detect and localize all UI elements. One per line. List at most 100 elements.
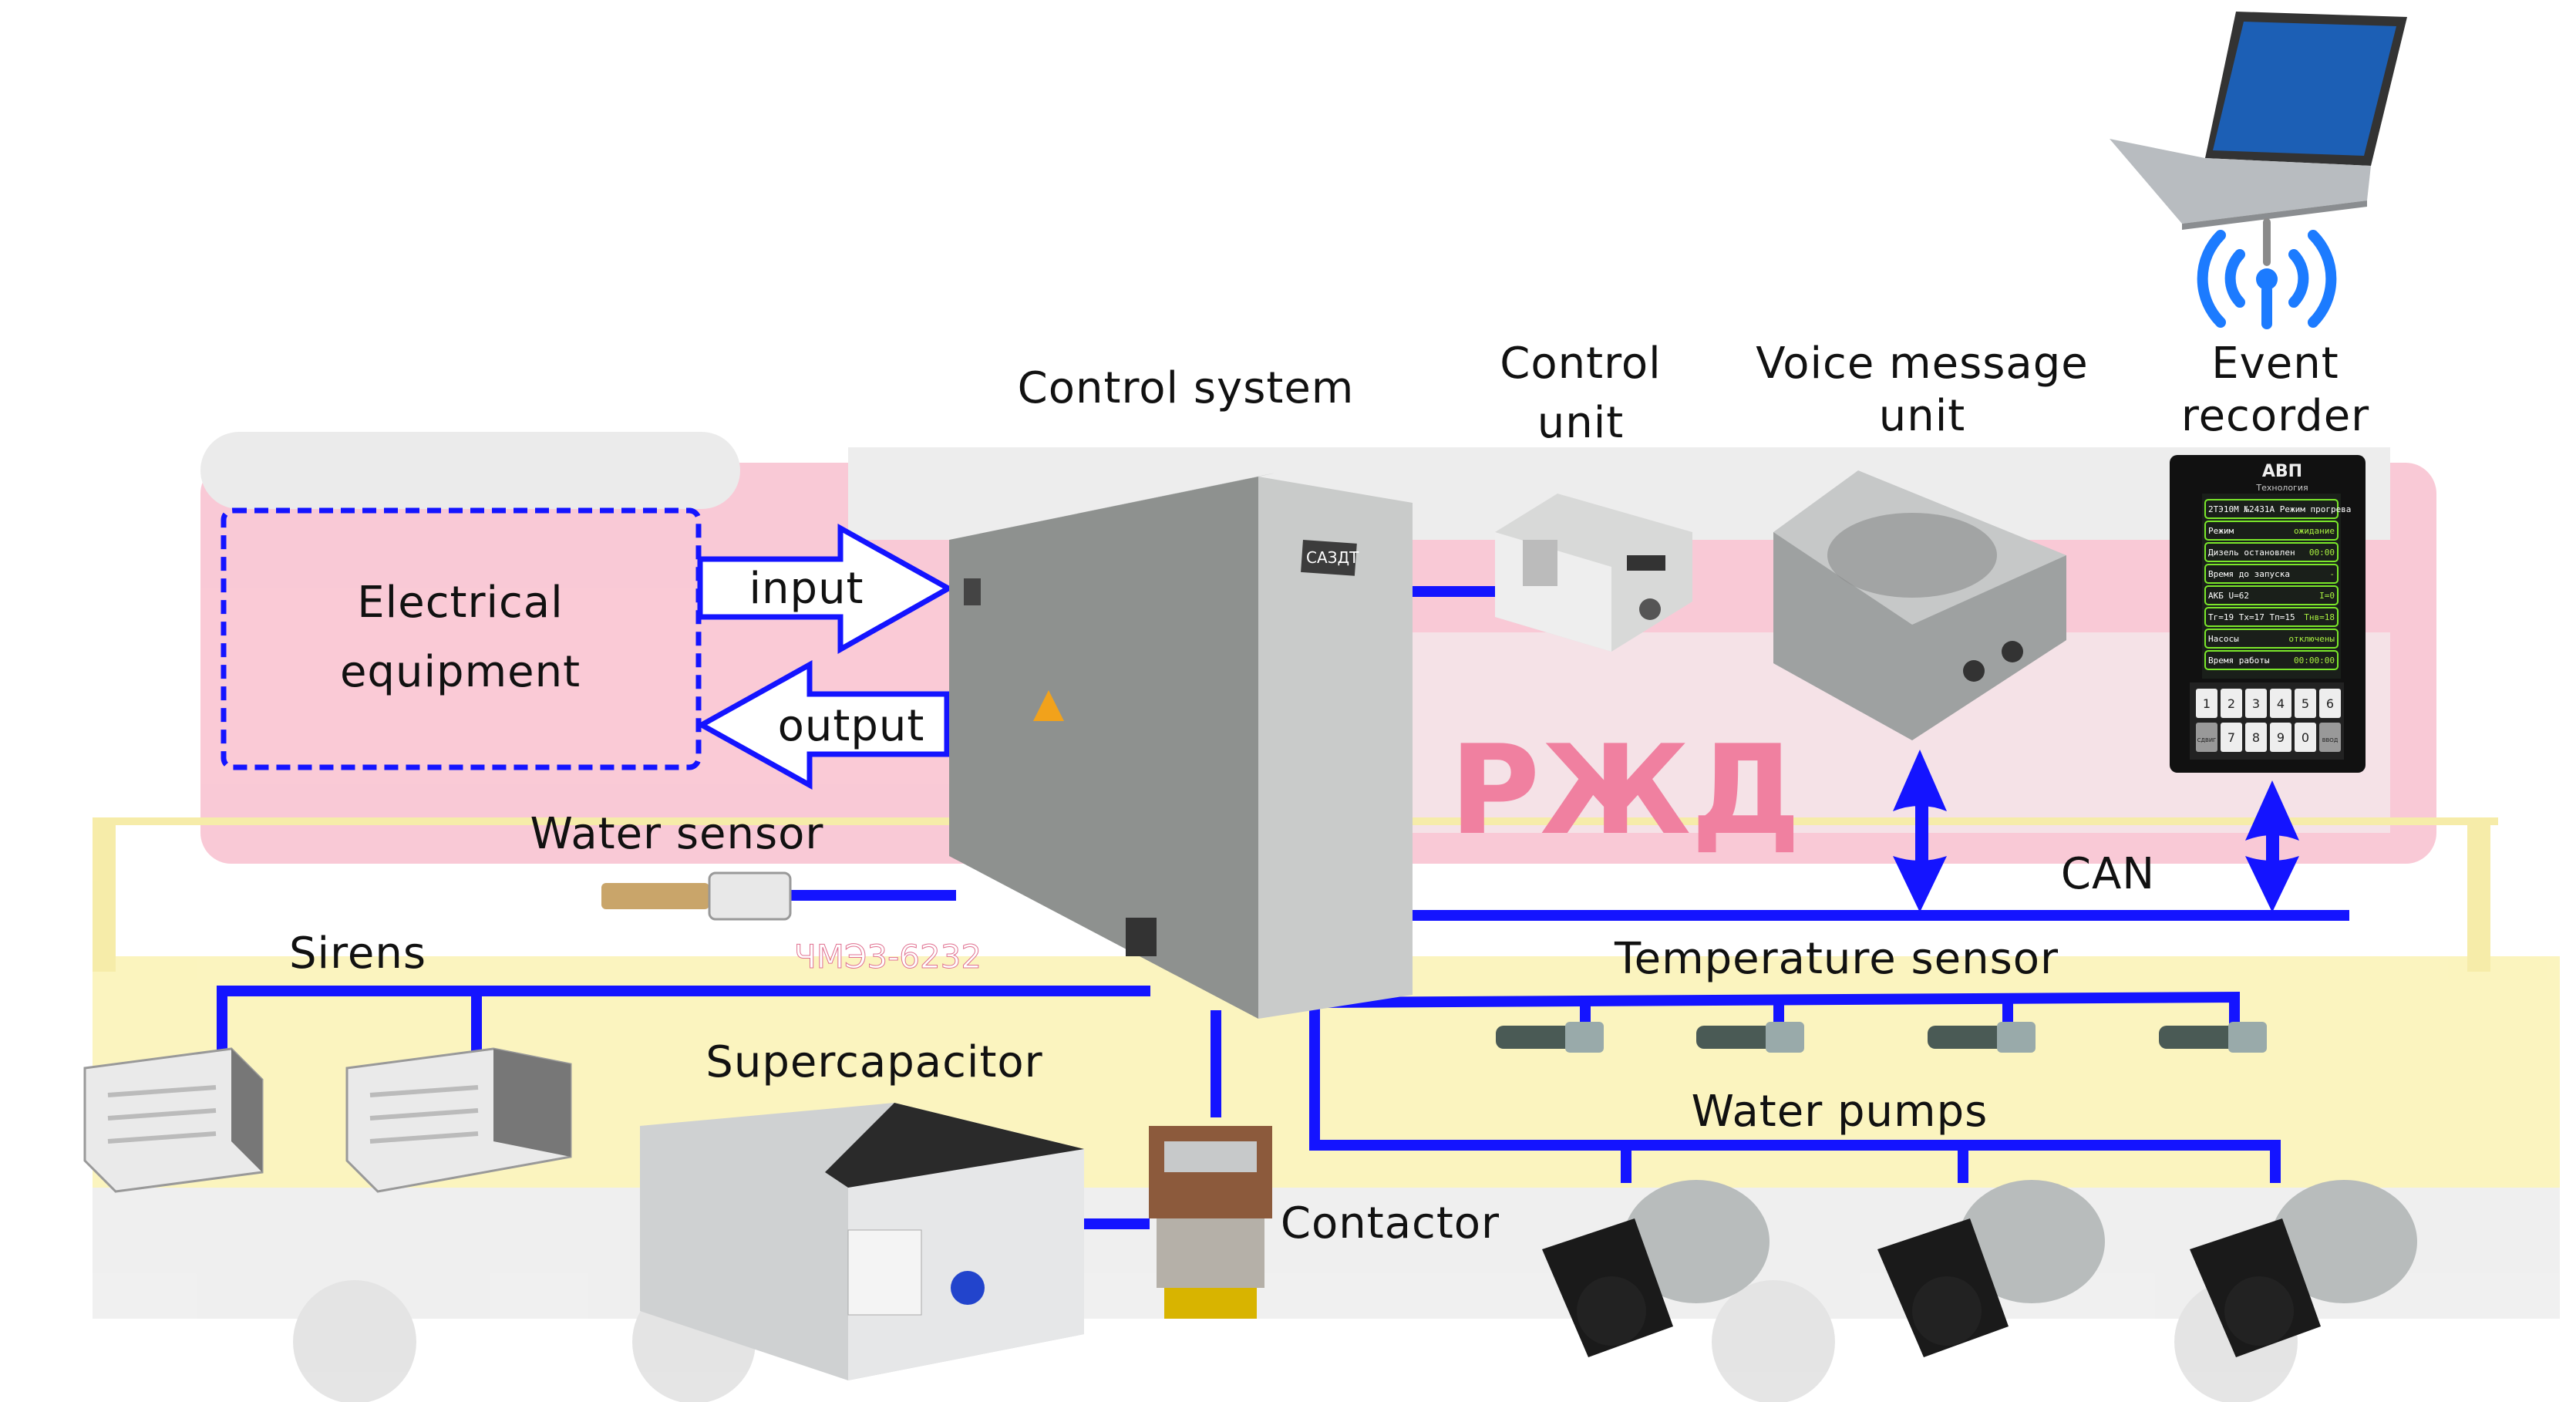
keypad-key: [2295, 723, 2316, 752]
screen-row-value: -: [2329, 569, 2335, 579]
wiring: [217, 586, 2349, 1229]
keypad-key-label: 1: [2203, 696, 2211, 711]
keypad-key-label: 9: [2277, 730, 2285, 745]
loco-number: ЧМЭ3-6232: [794, 938, 982, 976]
keypad-key: [2270, 689, 2291, 718]
recorder-brand: АВП: [2262, 462, 2302, 481]
keypad-key: [2196, 723, 2217, 752]
screen-row-label: АКБ U=62: [2208, 591, 2249, 601]
keypad-key: [2196, 689, 2217, 718]
recorder-brand-sub: Технология: [2255, 483, 2308, 493]
screen-row-value: 00:00:00: [2294, 656, 2335, 666]
water-sensor-label: Water sensor: [530, 809, 824, 859]
screen-row-value: отключены: [2288, 634, 2335, 644]
keypad-key: [2245, 723, 2267, 752]
can-arrows: [1893, 750, 2299, 912]
siren-device-1: [83, 1047, 264, 1193]
keypad-key-label: 8: [2252, 730, 2260, 745]
screen-row-label: Тг=19 Тх=17 Тп=15: [2208, 612, 2295, 622]
loco-logo: РЖД: [1450, 718, 1801, 862]
event-recorder-label-1: Event: [2211, 339, 2339, 389]
water-pump-3: [2190, 1180, 2417, 1357]
water-pumps-label: Water pumps: [1692, 1087, 1988, 1137]
contactor-device: [1149, 1126, 1272, 1319]
screen-row: [2204, 499, 2339, 519]
event-recorder-label-2: recorder: [2181, 391, 2369, 441]
voice-message-unit-device: [1773, 470, 2066, 740]
water-sensor-device: [601, 871, 792, 921]
water-pump-1: [1542, 1180, 1770, 1357]
supercapacitor-device: [640, 1103, 1084, 1380]
keypad-key-label: 6: [2326, 696, 2334, 711]
voice-message-unit-label-1: Voice message: [1756, 339, 2089, 389]
keypad-key: [2221, 723, 2242, 752]
input-label: input: [749, 564, 864, 614]
electrical-equipment-label-1: Electrical: [357, 578, 563, 628]
screen-row-value: I=0: [2319, 591, 2335, 601]
temperature-sensors: [1496, 1022, 2267, 1053]
screen-row-value: ожидание: [2294, 526, 2335, 536]
temperature-sensor-2: [1696, 1022, 1804, 1053]
output-arrow: [695, 660, 950, 790]
warning-icon: [1033, 690, 1064, 721]
keypad-key: [2319, 689, 2341, 718]
screen-row: [2204, 542, 2339, 562]
screen-row-label: Время до запуска: [2208, 569, 2290, 579]
keypad-key-label: 2: [2227, 696, 2235, 711]
keypad-key: [2245, 689, 2267, 718]
temperature-sensor-line: [1314, 991, 2240, 1027]
screen-row-label: Насосы: [2208, 634, 2239, 644]
screen-row-label: Режим: [2208, 526, 2234, 536]
screen-row-value: 00:00: [2309, 548, 2335, 558]
control-unit-device: [1495, 494, 1692, 652]
screen-row-label: Время работы: [2208, 656, 2270, 666]
voice-message-unit-label-2: unit: [1879, 391, 1966, 441]
cabinet-tag: САЗДТ: [1306, 548, 1359, 567]
keypad-key-label: СДВИГ: [2197, 737, 2217, 743]
keypad-key: [2319, 723, 2341, 752]
output-label: output: [778, 701, 925, 751]
speaker-grille-icon: [1827, 513, 1997, 598]
event-recorder-can-arrow: [2245, 780, 2299, 912]
temperature-sensor-3: [1928, 1022, 2036, 1053]
screen-row: [2204, 585, 2339, 605]
water-pump-2: [1877, 1180, 2105, 1357]
siren-device-2: [345, 1047, 572, 1193]
keypad-key-label: 0: [2302, 730, 2309, 745]
control-system-cabinet: САЗДТ: [949, 472, 1413, 1019]
wifi-broadcast-icon: [2197, 218, 2337, 329]
electrical-equipment-label-2: equipment: [340, 647, 581, 697]
screen-row: [2204, 564, 2339, 584]
keypad-key: [2295, 689, 2316, 718]
screen-row: [2204, 607, 2339, 627]
keypad-key-label: ВВОД: [2322, 737, 2339, 743]
keypad-key-label: 5: [2302, 696, 2309, 711]
supercapacitor-label: Supercapacitor: [705, 1037, 1042, 1087]
temperature-sensor-label: Temperature sensor: [1614, 934, 2059, 984]
sirens-label: Sirens: [289, 928, 426, 979]
keypad-key-label: 3: [2252, 696, 2260, 711]
keypad-key-label: 7: [2227, 730, 2235, 745]
screen-row: [2204, 629, 2339, 649]
event-recorder-device: АВП Технология 2ТЭ10М №2431А Режим прогр…: [2170, 455, 2366, 773]
control-unit-label-1: Control: [1500, 339, 1661, 389]
water-pumps-line: [1309, 1003, 2281, 1183]
laptop-icon: [2110, 12, 2407, 230]
screen-row: [2204, 650, 2339, 670]
can-label: CAN: [2061, 849, 2155, 899]
control-system-label: Control system: [1018, 363, 1355, 413]
contactor-label: Contactor: [1281, 1198, 1500, 1249]
keypad-key: [2270, 723, 2291, 752]
voice-unit-can-arrow: [1893, 750, 1947, 912]
screen-row-label: Дизель остановлен: [2208, 548, 2295, 558]
temperature-sensor-1: [1496, 1022, 1604, 1053]
input-arrow: [697, 524, 955, 654]
keypad-key-label: 4: [2277, 696, 2285, 711]
sirens-line: [217, 986, 1150, 1052]
screen-row-label: 2ТЭ10М №2431А Режим прогрева: [2208, 504, 2351, 514]
temperature-sensor-4: [2159, 1022, 2267, 1053]
screen-row: [2204, 521, 2339, 541]
control-unit-label-2: unit: [1537, 398, 1625, 448]
